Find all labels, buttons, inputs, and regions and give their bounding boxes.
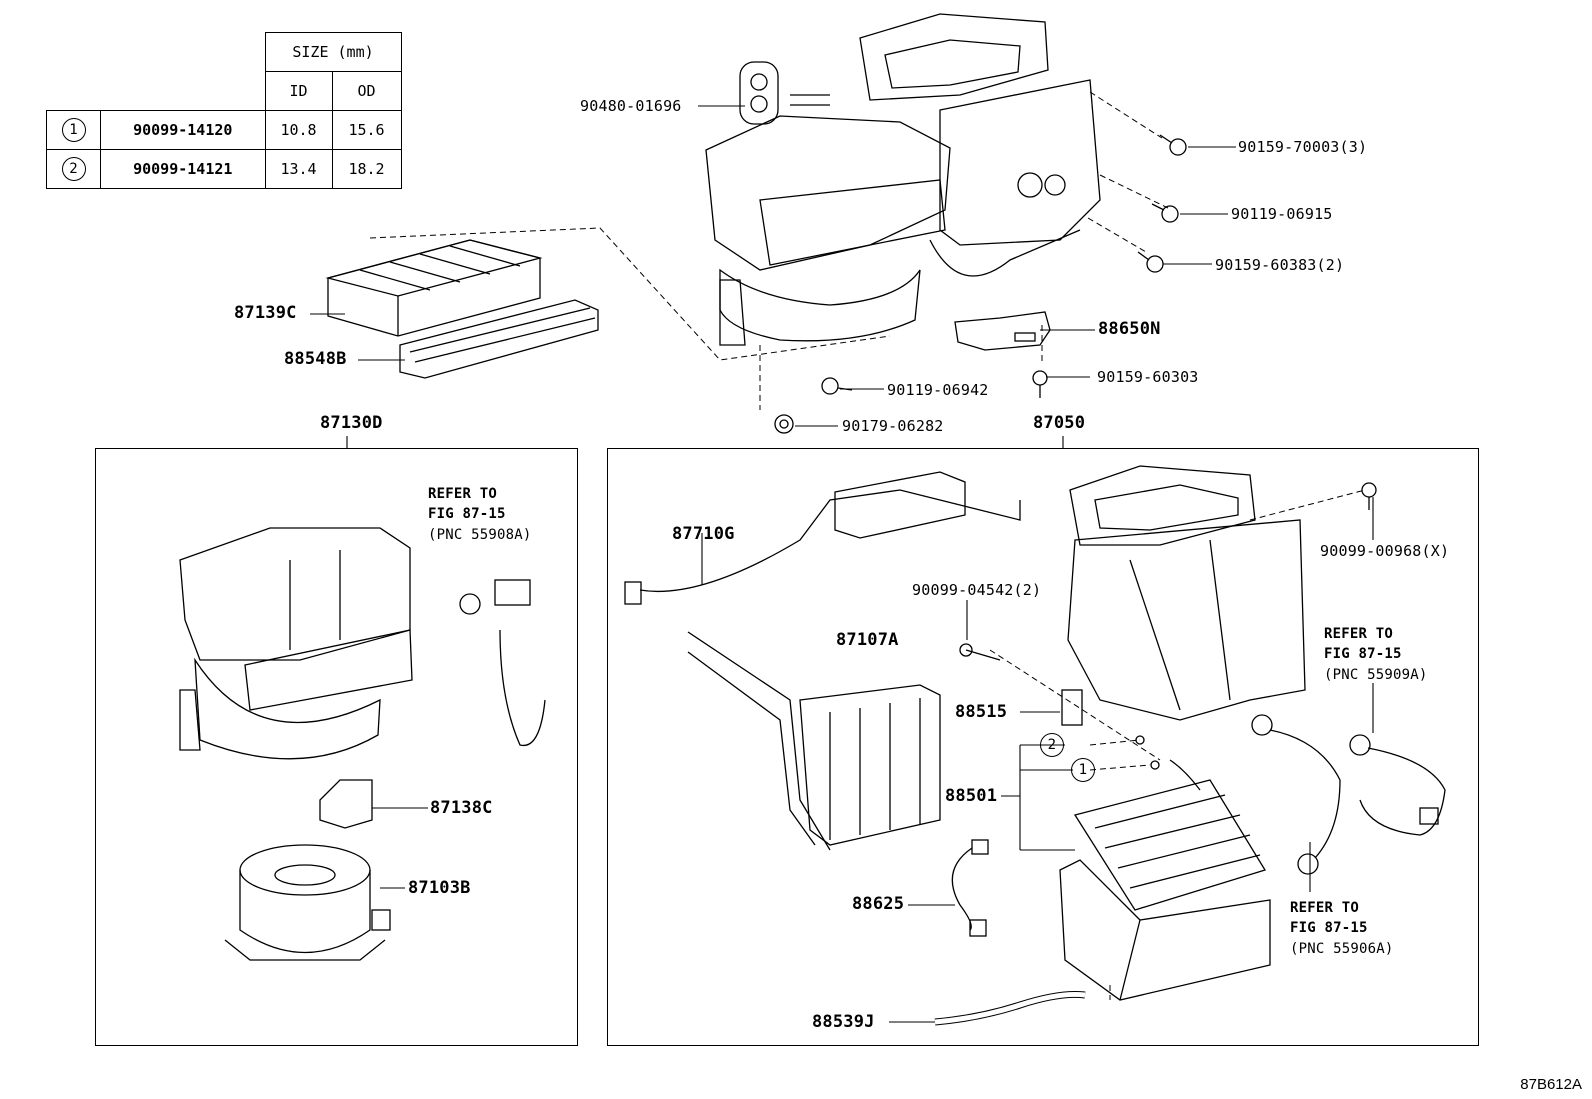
refer-note-55908A: REFER TO FIG 87-15 (PNC 55908A) xyxy=(428,484,532,545)
label-90159-70003: 90159-70003(3) xyxy=(1238,138,1368,156)
screw-icon xyxy=(1032,370,1048,398)
label-87103B: 87103B xyxy=(408,878,471,898)
label-90480-01696: 90480-01696 xyxy=(580,97,682,115)
note-line: (PNC 55908A) xyxy=(428,526,532,543)
label-90119-06915: 90119-06915 xyxy=(1231,205,1333,223)
evaporator-drawing xyxy=(1073,759,1266,911)
bracket-drawing xyxy=(954,311,1051,351)
note-line: FIG 87-15 xyxy=(428,506,506,523)
screw-icon xyxy=(1137,251,1164,273)
part-number: 90099-14121 xyxy=(100,149,266,189)
heater-core-drawing xyxy=(687,631,941,851)
blower-motor-drawing xyxy=(224,844,391,961)
label-90179-06282: 90179-06282 xyxy=(842,417,944,435)
servo-motor-drawing xyxy=(459,579,546,747)
label-88548B: 88548B xyxy=(284,349,347,369)
screw-icon xyxy=(1361,482,1377,510)
servo-motor-drawing xyxy=(1251,714,1446,875)
refer-note-55906A: REFER TO FIG 87-15 (PNC 55906A) xyxy=(1290,898,1394,959)
ref-circle: 1 xyxy=(61,118,86,142)
callout-2: 2 xyxy=(1040,733,1064,757)
label-87130D: 87130D xyxy=(320,413,383,433)
label-88515: 88515 xyxy=(955,702,1008,722)
screw-icon xyxy=(1151,203,1179,223)
outer-diameter: 18.2 xyxy=(331,149,402,189)
screw-icon xyxy=(1159,134,1187,156)
callout-1: 1 xyxy=(1071,758,1095,782)
note-line: REFER TO xyxy=(1290,900,1360,916)
label-87139C: 87139C xyxy=(234,303,297,323)
label-87710G: 87710G xyxy=(672,524,735,544)
table-row: 1 90099-14120 10.8 15.6 xyxy=(46,110,402,150)
cooling-unit-frame xyxy=(607,448,1479,1046)
screw-icon xyxy=(959,643,1001,661)
hose-size-table: SIZE (mm) ID OD 1 90099-14120 10.8 15.6 … xyxy=(46,32,402,189)
outer-diameter: 15.6 xyxy=(331,110,402,150)
note-line: REFER TO xyxy=(1324,626,1394,642)
case-lower-drawing xyxy=(1059,859,1271,1001)
col-id-header: ID xyxy=(264,71,333,111)
refer-note-55909A: REFER TO FIG 87-15 (PNC 55909A) xyxy=(1324,624,1428,685)
blower-resistor-drawing xyxy=(319,779,373,829)
label-90159-60383: 90159-60383(2) xyxy=(1215,256,1345,274)
label-88650N: 88650N xyxy=(1098,319,1161,339)
screws xyxy=(774,134,1377,661)
label-88625: 88625 xyxy=(852,894,905,914)
note-line: (PNC 55906A) xyxy=(1290,940,1394,957)
drain-hose-drawing xyxy=(934,990,1086,1026)
screw-icon xyxy=(821,377,853,395)
note-line: FIG 87-15 xyxy=(1324,646,1402,663)
filter-cover-drawing xyxy=(399,299,599,379)
dashed-lines xyxy=(369,91,1366,1000)
air-filter-drawing xyxy=(325,239,543,337)
label-90099-04542: 90099-04542(2) xyxy=(912,581,1042,599)
leader-lines xyxy=(310,105,1374,1023)
heater-pipe-drawing xyxy=(624,471,1021,605)
label-87107A: 87107A xyxy=(836,630,899,650)
note-line: (PNC 55909A) xyxy=(1324,666,1428,683)
blower-assembly-frame xyxy=(95,448,578,1046)
blower-housing-drawing xyxy=(179,527,413,760)
nut-icon xyxy=(774,414,794,434)
label-90119-06942: 90119-06942 xyxy=(887,381,989,399)
label-87138C: 87138C xyxy=(430,798,493,818)
figure-code: 87B612A xyxy=(1520,1076,1582,1093)
label-87050: 87050 xyxy=(1033,413,1086,433)
unit-case-drawing xyxy=(1067,465,1306,721)
label-90159-60303: 90159-60303 xyxy=(1097,368,1199,386)
note-line: REFER TO xyxy=(428,486,498,502)
note-line: FIG 87-15 xyxy=(1290,920,1368,937)
size-header: SIZE (mm) xyxy=(264,32,402,72)
table-row: 2 90099-14121 13.4 18.2 xyxy=(46,149,402,189)
expansion-valve-drawing xyxy=(1061,689,1160,770)
ref-circle: 2 xyxy=(61,157,86,181)
label-88539J: 88539J xyxy=(812,1012,875,1032)
label-90099-00968: 90099-00968(X) xyxy=(1320,542,1450,560)
label-88501: 88501 xyxy=(945,786,998,806)
thermistor-drawing xyxy=(951,839,989,937)
inner-diameter: 13.4 xyxy=(264,149,333,189)
ac-unit-assembly-drawing xyxy=(705,13,1101,346)
grommet-drawing xyxy=(739,61,779,125)
